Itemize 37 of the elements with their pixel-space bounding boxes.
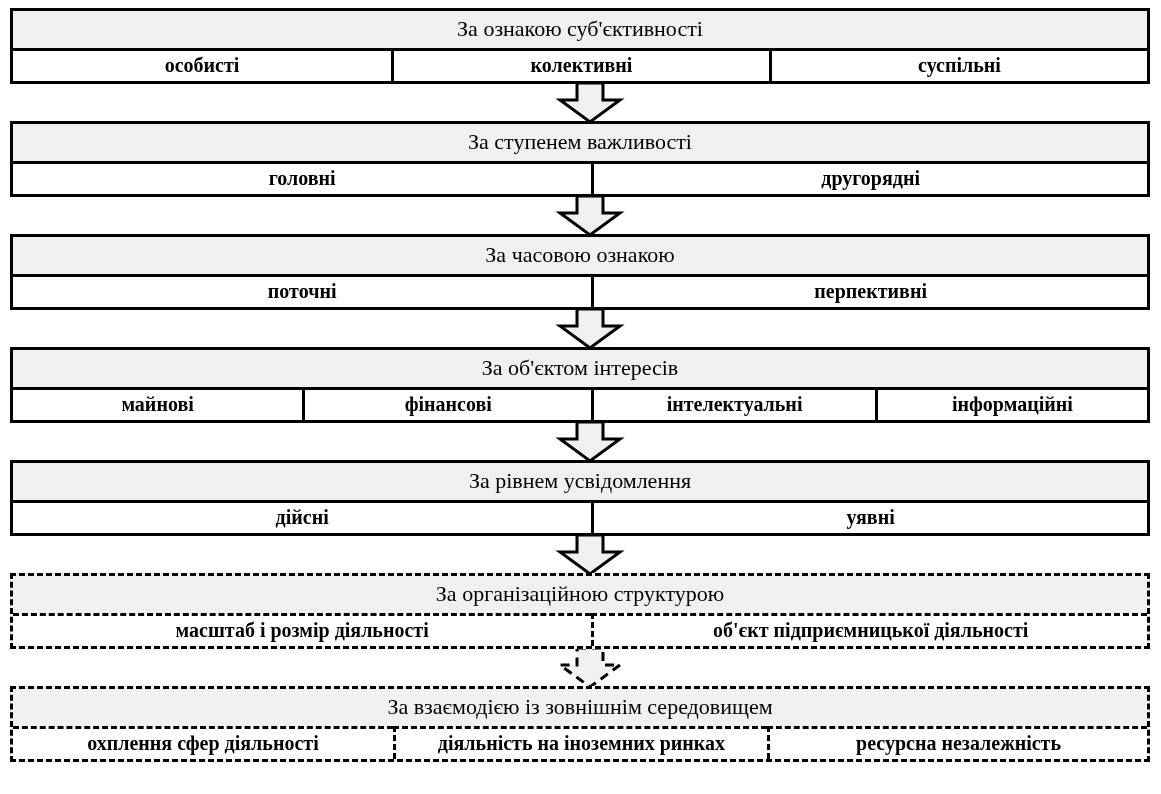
category-band <box>10 686 1150 762</box>
category-band <box>10 8 1150 84</box>
category-heading: За ступенем важливості <box>468 128 692 156</box>
subcategory-box: колективні <box>391 48 769 81</box>
category-band <box>10 347 1150 423</box>
subcategory-box: перпективні <box>591 274 1147 307</box>
category-heading: За рівнем усвідомлення <box>468 467 692 495</box>
category-heading: За часовою ознакою <box>485 241 675 269</box>
subcategory-box: особисті <box>13 48 391 81</box>
category-band <box>10 573 1150 649</box>
subcategory-box: об'єкт підприємницької діяльності <box>591 613 1147 646</box>
block-arrow <box>555 307 625 350</box>
subcategory-box: уявні <box>591 500 1147 533</box>
category-band <box>10 460 1150 536</box>
category-heading: За організаційною структурою <box>435 580 725 608</box>
subcategory-box: ресурсна незалежність <box>767 726 1147 759</box>
block-arrow <box>555 533 625 576</box>
subcategory-box: поточні <box>13 274 592 307</box>
block-arrow <box>555 194 625 237</box>
subcategory-box: охплення сфер діяльності <box>13 726 393 759</box>
block-arrow <box>555 420 625 463</box>
subcategory-box: фінансові <box>302 387 592 420</box>
subcategory-box: інформаційні <box>874 387 1147 420</box>
category-band <box>10 121 1150 197</box>
subcategory-box: другорядні <box>591 161 1147 194</box>
subcategory-box: масштаб і розмір діяльності <box>13 613 592 646</box>
subcategory-box: інтелектуальні <box>591 387 875 420</box>
category-heading: За ознакою суб'єктивності <box>457 15 703 43</box>
category-heading: За об'єктом інтересів <box>481 354 679 382</box>
subcategory-box: дійсні <box>13 500 592 533</box>
subcategory-box: суспільні <box>769 48 1147 81</box>
category-heading: За взаємодією із зовнішнім середовищем <box>387 693 773 721</box>
subcategory-box: майнові <box>13 387 303 420</box>
subcategory-box: діяльність на іноземних ринках <box>392 726 768 759</box>
block-arrow <box>555 81 625 124</box>
subcategory-box: головні <box>13 161 592 194</box>
category-band <box>10 234 1150 310</box>
